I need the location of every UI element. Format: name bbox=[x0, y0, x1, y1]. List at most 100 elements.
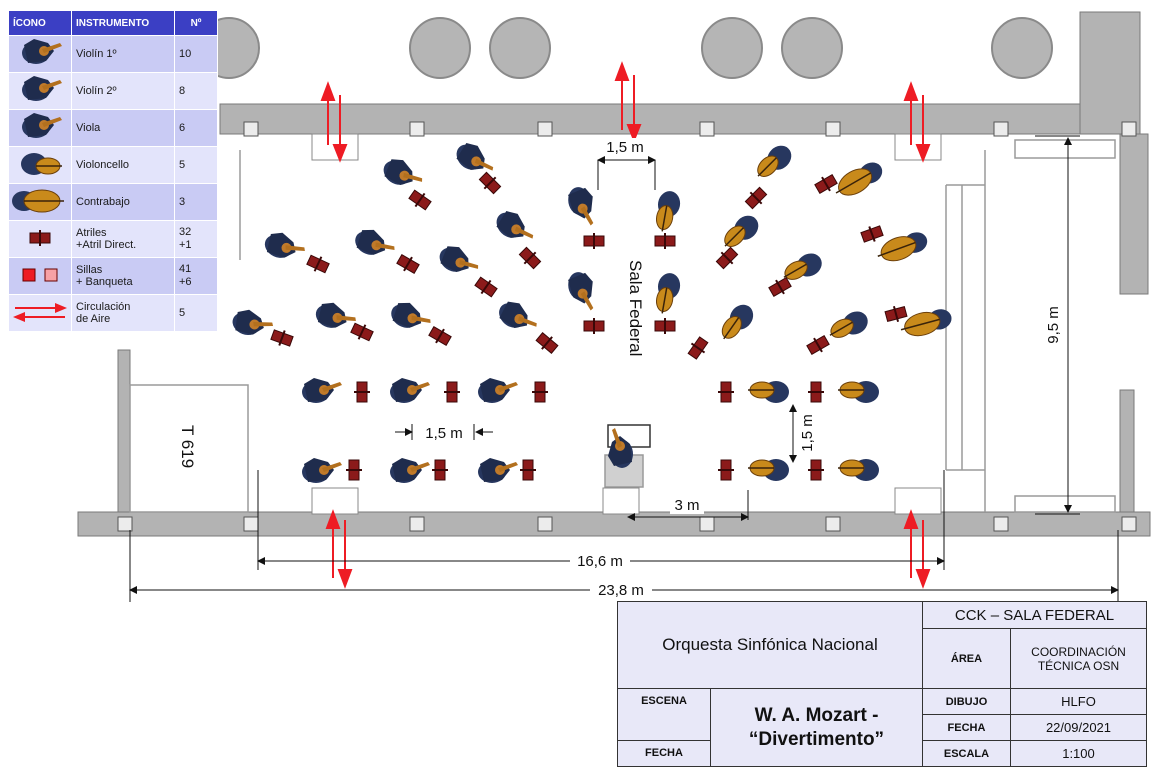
music-stand bbox=[476, 169, 504, 197]
column bbox=[991, 17, 1053, 79]
legend-label: Violín 2º bbox=[71, 72, 175, 110]
column bbox=[781, 17, 843, 79]
player bbox=[261, 227, 308, 268]
player bbox=[837, 380, 880, 404]
legend-row: Sillas + Banqueta 41 +6 bbox=[8, 257, 218, 295]
door bbox=[311, 487, 359, 515]
wall-piers bbox=[117, 121, 1137, 532]
double-bass-icon bbox=[11, 188, 65, 213]
music-stand bbox=[742, 184, 770, 212]
area-value: COORDINACIÓN TÉCNICA OSN bbox=[1010, 628, 1147, 689]
dim-left-gap: 1,5 m bbox=[425, 425, 463, 442]
player bbox=[747, 380, 790, 404]
music-stand bbox=[533, 329, 561, 357]
player bbox=[386, 296, 435, 339]
violin-player-icon bbox=[22, 38, 62, 64]
legend-row: Atriles +Atril Direct. 32 +1 bbox=[8, 220, 218, 258]
column bbox=[489, 17, 551, 79]
music-stand bbox=[268, 326, 296, 350]
music-stand bbox=[426, 323, 454, 349]
legend-row: Violoncello 5 bbox=[8, 146, 218, 184]
music-stand bbox=[304, 251, 332, 277]
cello-player-icon bbox=[20, 151, 63, 176]
column bbox=[409, 17, 471, 79]
player bbox=[652, 188, 683, 235]
walls bbox=[77, 11, 1151, 537]
player bbox=[747, 458, 790, 482]
dimension-labels: 1,5 m 1,5 m 1,5 m 3 m 9,5 m 16,6 m 23,8 … bbox=[417, 138, 1062, 599]
dim-inner-width: 16,6 m bbox=[577, 553, 623, 570]
right-wall bbox=[1119, 133, 1149, 295]
room-label: Sala Federal bbox=[626, 260, 645, 356]
music-stand bbox=[531, 381, 549, 403]
orchestra-name: Orquesta Sinfónica Nacional bbox=[617, 601, 923, 689]
music-stand bbox=[717, 459, 735, 481]
dim-front-gap: 1,5 m bbox=[606, 139, 644, 156]
doors bbox=[311, 133, 942, 515]
legend-row: Circulación de Aire 5 bbox=[8, 294, 218, 332]
date-left-label: FECHA bbox=[617, 740, 711, 767]
player bbox=[750, 140, 797, 187]
music-stand bbox=[519, 459, 537, 481]
area-label: ÁREA bbox=[922, 628, 1011, 689]
music-stand bbox=[583, 317, 605, 335]
player bbox=[717, 210, 764, 257]
legend-row: Violín 1º 10 bbox=[8, 35, 218, 73]
legend-label: Violoncello bbox=[71, 146, 175, 184]
music-stand bbox=[684, 334, 712, 362]
piece-line-1: W. A. Mozart - bbox=[754, 704, 879, 726]
door bbox=[602, 487, 640, 515]
legend-count: 10 bbox=[174, 35, 218, 73]
player bbox=[715, 299, 759, 348]
music-stand bbox=[807, 459, 825, 481]
drawn-value: HLFO bbox=[1010, 688, 1147, 715]
player bbox=[566, 184, 598, 229]
legend-label: Contrabajo bbox=[71, 183, 175, 221]
music-stand bbox=[654, 232, 676, 250]
music-stand bbox=[472, 273, 500, 301]
music-stand bbox=[804, 332, 832, 358]
left-wall bbox=[117, 349, 131, 513]
corner-block bbox=[1079, 11, 1141, 135]
player bbox=[491, 205, 538, 252]
legend-label: Violín 1º bbox=[71, 35, 175, 73]
legend-row: Viola 6 bbox=[8, 109, 218, 147]
top-wall bbox=[219, 103, 1121, 135]
player bbox=[390, 378, 430, 403]
music-stand bbox=[858, 222, 886, 246]
music-stand bbox=[443, 381, 461, 403]
dim-right-gap: 1,5 m bbox=[799, 414, 816, 452]
music-stand bbox=[717, 381, 735, 403]
legend-count: 6 bbox=[174, 109, 218, 147]
scene-label: ESCENA bbox=[617, 688, 711, 741]
legend-label: Atriles +Atril Direct. bbox=[71, 220, 175, 258]
player bbox=[229, 305, 276, 343]
legend-count: 3 bbox=[174, 183, 218, 221]
legend-header-instrument: INSTRUMENTO bbox=[71, 10, 175, 36]
drawn-label: DIBUJO bbox=[922, 688, 1011, 715]
music-stand bbox=[345, 459, 363, 481]
legend-row: Contrabajo 3 bbox=[8, 183, 218, 221]
player bbox=[478, 458, 518, 483]
legend-header-icon: ÍCONO bbox=[8, 10, 72, 36]
player bbox=[478, 378, 518, 403]
music-stand bbox=[583, 232, 605, 250]
air-flow-icon bbox=[614, 61, 642, 143]
music-stand bbox=[353, 381, 371, 403]
conductor bbox=[608, 428, 633, 468]
column bbox=[701, 17, 763, 79]
player bbox=[829, 156, 888, 204]
legend-label: Circulación de Aire bbox=[71, 294, 175, 332]
legend-count: 32 +1 bbox=[174, 220, 218, 258]
dim-conductor-offset: 3 m bbox=[674, 497, 699, 514]
player bbox=[652, 270, 683, 317]
scale-label: ESCALA bbox=[922, 740, 1011, 767]
player bbox=[494, 295, 541, 341]
music-stand bbox=[807, 381, 825, 403]
legend-count: 41 +6 bbox=[174, 257, 218, 295]
music-stand-icon bbox=[29, 228, 51, 247]
date-label: FECHA bbox=[922, 714, 1011, 741]
music-stand bbox=[713, 244, 741, 272]
player bbox=[350, 223, 399, 266]
music-stand bbox=[431, 459, 449, 481]
